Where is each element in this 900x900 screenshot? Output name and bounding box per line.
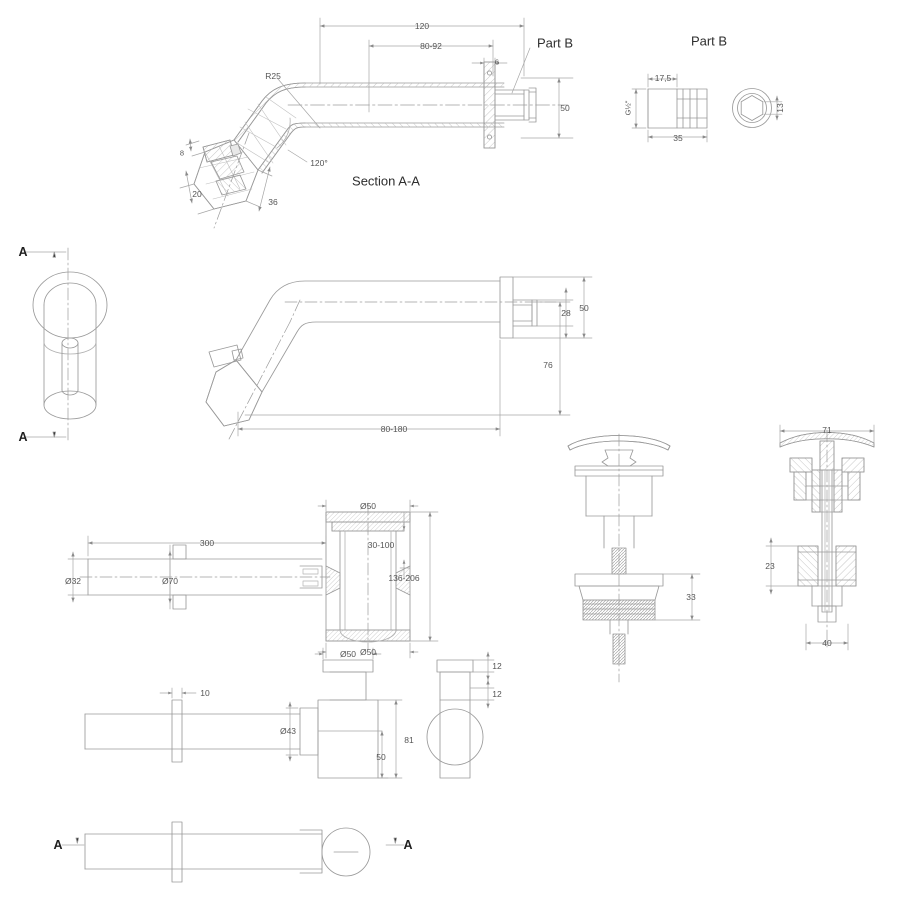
view-section-aa xyxy=(179,17,574,229)
view-popup-waste-exploded xyxy=(567,433,701,683)
view-bottom-plan xyxy=(61,821,405,883)
view-side-elevation xyxy=(205,276,593,442)
view-bottle-trap-upper xyxy=(67,499,439,659)
view-bottle-trap-lower xyxy=(84,647,495,779)
view-front-elevation xyxy=(25,247,108,443)
view-part-b xyxy=(631,73,783,143)
view-popup-waste-section xyxy=(765,424,875,651)
